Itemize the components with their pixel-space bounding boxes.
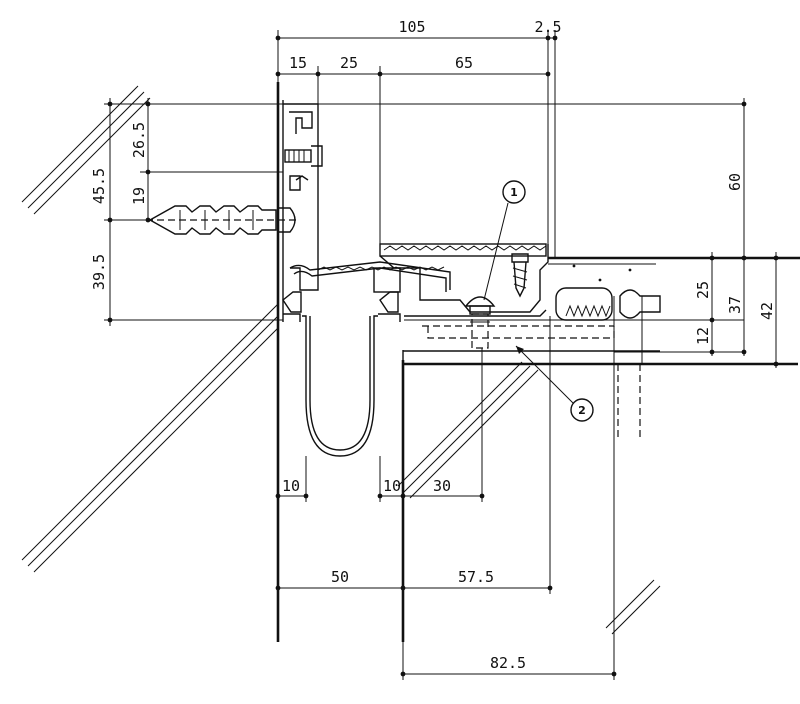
callout-2: 2	[515, 345, 594, 422]
wall-hatch-lower-left	[21, 303, 279, 573]
dim-39-5: 39.5	[90, 254, 108, 290]
dim-30: 30	[433, 477, 451, 495]
dim-12: 12	[694, 327, 712, 345]
dim-lines-top	[275, 30, 558, 258]
dim-lines-right	[404, 98, 780, 368]
seal-u-loop	[302, 315, 378, 457]
hidden-lines-right	[613, 296, 643, 440]
dim-50: 50	[331, 568, 349, 586]
seal-clip-right	[373, 267, 401, 322]
dim-82-5: 82.5	[490, 654, 526, 672]
dim-42: 42	[758, 302, 776, 320]
wall-face-left	[276, 82, 284, 642]
callout-2-label: 2	[578, 404, 586, 417]
dim-25-top: 25	[340, 54, 358, 72]
screw-vertical-right	[511, 253, 529, 298]
dim-19: 19	[130, 187, 148, 205]
dim-25-right: 25	[694, 281, 712, 299]
dim-37: 37	[726, 296, 744, 314]
dim-57-5: 57.5	[458, 568, 494, 586]
embedded-profile-dashed	[422, 325, 615, 339]
dim-65: 65	[455, 54, 473, 72]
cover-plate	[289, 261, 451, 292]
screw-upper	[284, 145, 323, 167]
dim-45-5: 45.5	[90, 168, 108, 204]
wall-anchor-plug	[146, 205, 300, 235]
floor-cover-plate	[379, 243, 549, 317]
dim-2-5: 2.5	[534, 18, 561, 36]
dim-10-left: 10	[282, 477, 300, 495]
dim-10-right: 10	[383, 477, 401, 495]
dim-105: 105	[398, 18, 425, 36]
wall-hatch-upper-left	[21, 85, 151, 215]
dim-15: 15	[289, 54, 307, 72]
dim-lines-left	[104, 98, 744, 326]
slab-hatch-center	[397, 361, 539, 499]
wall-profile	[282, 103, 319, 322]
bolt-fastener	[464, 296, 496, 349]
dim-26-5: 26.5	[130, 122, 148, 158]
callout-1: 1	[483, 180, 526, 301]
dim-60: 60	[726, 173, 744, 191]
callout-1-label: 1	[510, 186, 518, 199]
dim-lines-bottom	[275, 316, 617, 680]
